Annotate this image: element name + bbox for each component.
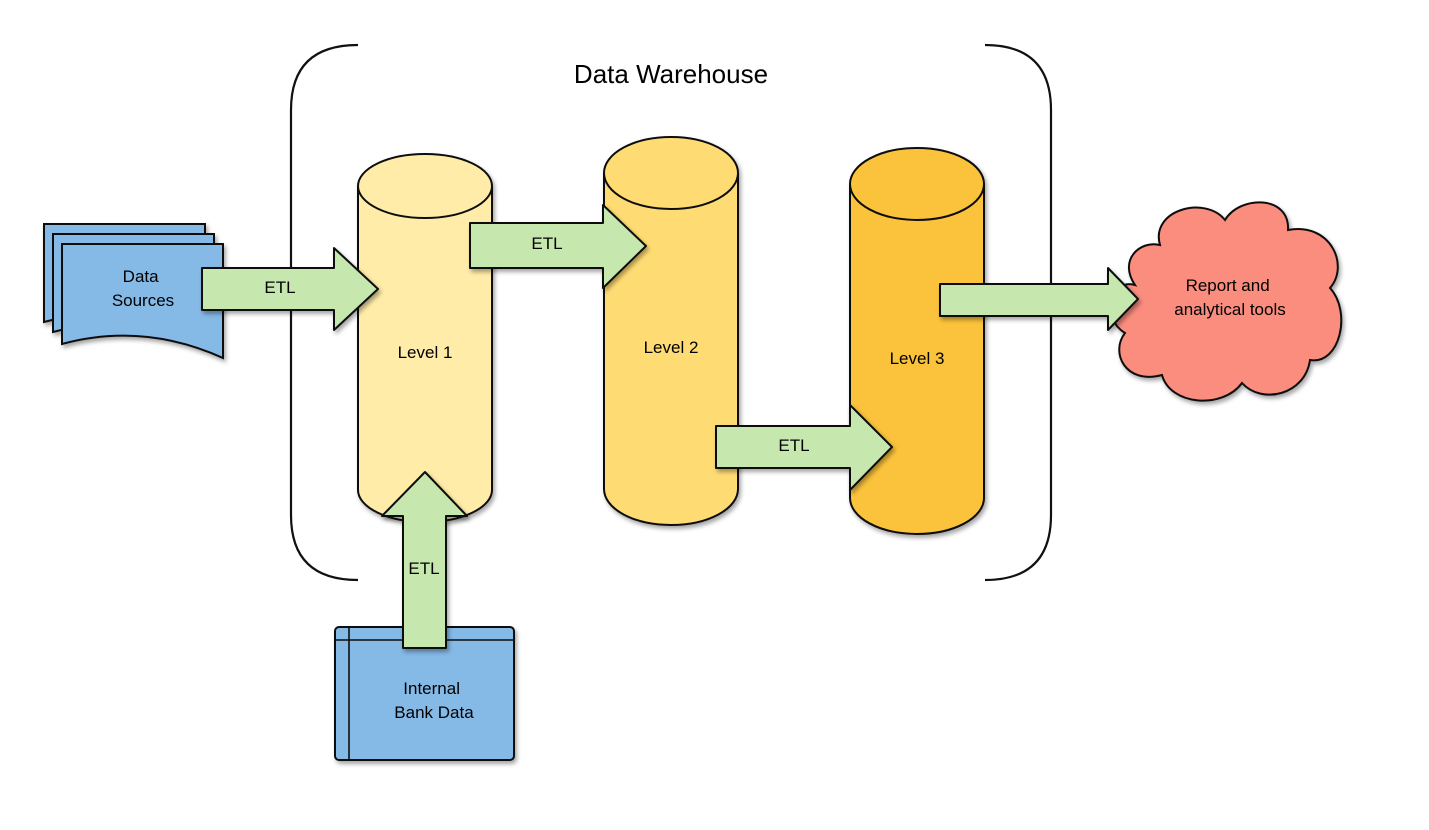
etl-arrow-sources-to-level1 [201, 247, 379, 331]
report-tools-label: Report and analytical tools [1174, 276, 1286, 319]
etl-arrow-level1-to-level2 [469, 204, 647, 289]
etl-arrow-internal-to-level1 [381, 471, 468, 649]
etl-arrow-level2-to-level3 [715, 404, 893, 491]
etl-arrow-level3-to-report [939, 267, 1139, 331]
level-2-label: Level 2 [644, 338, 699, 357]
etl-label-level1-to-level2: ETL [531, 234, 562, 253]
level-3-cylinder [849, 147, 985, 535]
etl-label-sources-to-level1: ETL [264, 278, 295, 297]
internal-bank-data-icon [334, 626, 515, 761]
level-1-cylinder [357, 153, 493, 523]
level-3-label: Level 3 [890, 349, 945, 368]
etl-label-internal-to-level1: ETL [408, 559, 439, 578]
data-sources-icon [43, 223, 224, 360]
warehouse-bracket-left [289, 43, 359, 582]
warehouse-title: Data Warehouse [574, 59, 768, 89]
etl-label-level2-to-level3: ETL [778, 436, 809, 455]
internal-bank-data-label: Internal Bank Data [394, 679, 474, 722]
level-1-label: Level 1 [398, 343, 453, 362]
data-sources-label: Data Sources [112, 267, 174, 310]
level-2-cylinder [603, 136, 739, 526]
